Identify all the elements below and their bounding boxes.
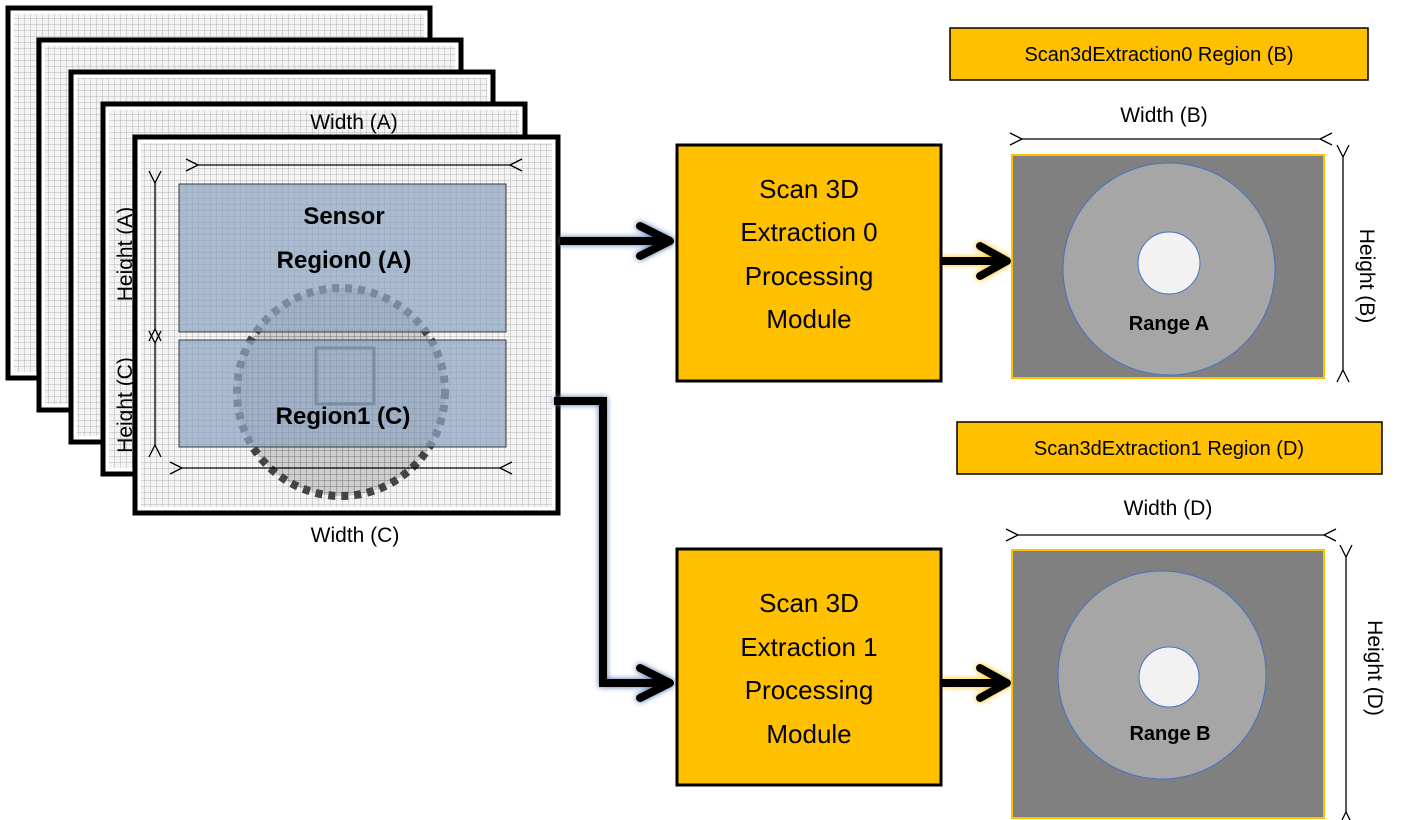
scan3d-extraction0-module: Scan 3D Extraction 0 Processing Module <box>675 143 943 383</box>
width-c-label: Width (C) <box>311 524 400 547</box>
connector-to-module0 <box>560 222 674 260</box>
region0-label-line1: Sensor <box>303 203 384 230</box>
module0-line1: Scan 3D <box>759 174 859 204</box>
region-b-title: Scan3dExtraction0 Region (B) <box>1024 44 1293 66</box>
connector-module0-output <box>942 242 1011 280</box>
module0-line4: Module <box>766 304 851 334</box>
height-b-label: Height (B) <box>1355 229 1378 324</box>
region-b-output: Range A <box>1011 154 1325 379</box>
region-b-title-box: Scan3dExtraction0 Region (B) <box>949 27 1369 81</box>
region0-overlay <box>178 183 507 333</box>
connector-module1-output <box>942 664 1011 702</box>
region0-label-line2: Region0 (A) <box>277 247 412 274</box>
module0-line3: Processing <box>745 261 874 291</box>
region-d-output: Range B <box>1011 549 1325 819</box>
range-a-center <box>1137 231 1201 295</box>
scan3d-extraction1-module: Scan 3D Extraction 1 Processing Module <box>675 547 943 787</box>
module1-line4: Module <box>766 719 851 749</box>
height-a-label: Height (A) <box>114 207 137 302</box>
height-c-label: Height (C) <box>114 357 137 453</box>
region1-label: Region1 (C) <box>276 403 411 430</box>
region-d-title: Scan3dExtraction1 Region (D) <box>1034 438 1304 460</box>
module1-line1: Scan 3D <box>759 588 859 618</box>
module1-line2: Extraction 1 <box>740 632 877 662</box>
range-b-label: Range B <box>1129 723 1210 745</box>
region-d-title-box: Scan3dExtraction1 Region (D) <box>956 421 1383 475</box>
range-a-label: Range A <box>1129 313 1209 335</box>
module1-line3: Processing <box>745 675 874 705</box>
width-d-label: Width (D) <box>1124 497 1213 520</box>
range-b-center <box>1138 646 1200 708</box>
region1-overlay <box>178 339 507 448</box>
module0-line2: Extraction 0 <box>740 217 877 247</box>
width-a-label: Width (A) <box>310 111 398 134</box>
height-d-label: Height (D) <box>1363 620 1386 716</box>
width-b-label: Width (B) <box>1120 104 1208 127</box>
connector-to-module1 <box>554 397 674 702</box>
